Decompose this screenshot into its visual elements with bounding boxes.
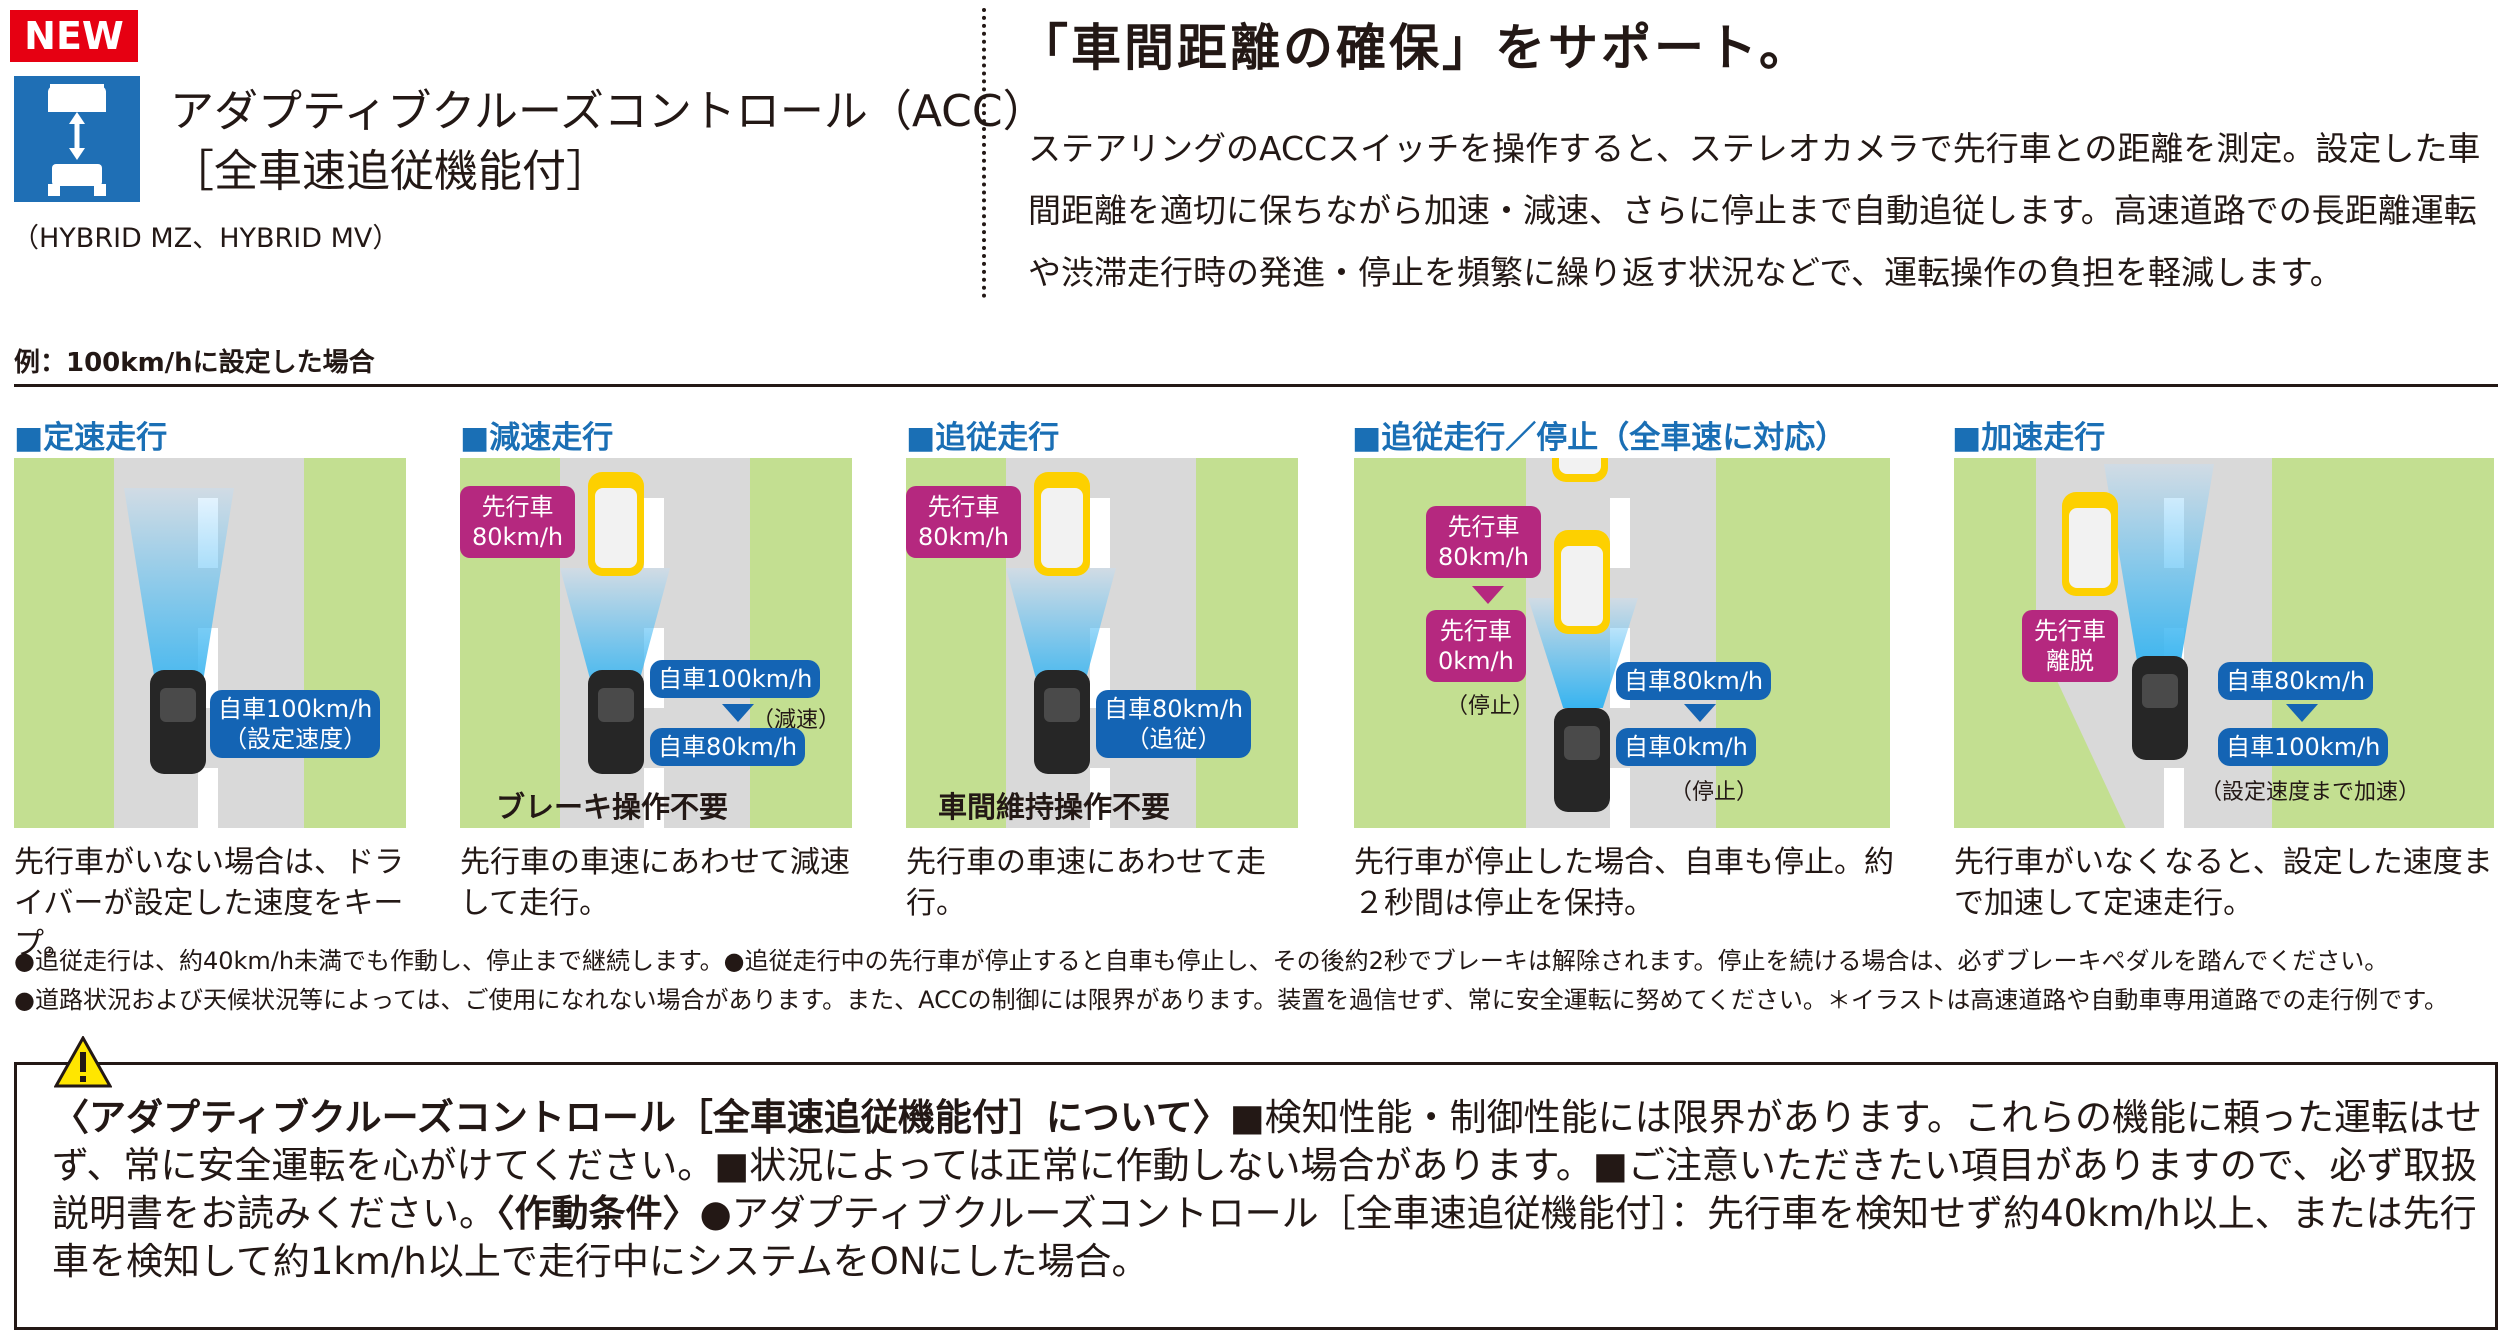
lead-car-icon xyxy=(1034,472,1090,576)
dotted-divider xyxy=(982,8,986,298)
own-speed-from: 自車80km/h xyxy=(2218,662,2374,700)
panel-caption-accelerate: 先行車がいなくなると、設定した速度まで加速して定速走行。 xyxy=(1954,845,2493,921)
no-distance-op-note: 車間維持操作不要 xyxy=(938,790,1171,824)
own-speed-badge: 自車80km/h（追従） xyxy=(1096,690,1252,758)
intro-paragraph: ステアリングのACCスイッチを操作すると、ステレオカメラで先行車との距離を測定。… xyxy=(1028,129,2481,292)
own-stop-note: （停止） xyxy=(1670,780,1759,805)
own-speed-badge: 自車100km/h（設定速度） xyxy=(210,690,381,758)
arrow-down-icon xyxy=(1684,704,1716,722)
arrow-down-icon xyxy=(1472,586,1504,604)
own-car-icon xyxy=(150,670,206,774)
warning-triangle-icon xyxy=(53,1034,113,1092)
panel-title-follow-stop: ■追従走行／停止（全車速に対応） xyxy=(1352,420,1847,456)
lead-leave-badge: 先行車離脱 xyxy=(2022,610,2118,682)
acc-distance-icon xyxy=(14,76,140,202)
lead-stop-note: （停止） xyxy=(1446,694,1535,719)
no-brake-note: ブレーキ操作不要 xyxy=(496,790,729,824)
arrow-down-icon xyxy=(2286,704,2318,722)
footnote-line: ●道路状況および天候状況等によっては、ご使用になれない場合があります。また、AC… xyxy=(14,986,2448,1014)
warning-body: ■検知性能・制御性能には限界があります。これらの機能に頼った運転はせず、常に安全… xyxy=(52,1096,2482,1235)
lead-car-ahead-icon xyxy=(1552,458,1608,482)
feature-title-line1: アダプティブクルーズコントロール（ACC） xyxy=(170,86,1047,137)
panel-title-follow: ■追従走行 xyxy=(906,420,1060,456)
arrow-down-icon xyxy=(722,704,754,722)
own-speed-to: 自車100km/h xyxy=(2218,728,2389,766)
warning-text: 〈アダプティブクルーズコントロール［全車速追従機能付］について〉■検知性能・制御… xyxy=(52,1094,2482,1286)
headline: 「車間距離の確保」をサポート。 xyxy=(1018,19,1812,77)
scene-constant: 自車100km/h（設定速度） xyxy=(14,458,406,828)
own-car-icon xyxy=(1034,670,1090,774)
panel-title-accelerate: ■加速走行 xyxy=(1952,420,2106,456)
panel-caption-follow-stop: 先行車が停止した場合、自車も停止。約２秒間は停止を保持。 xyxy=(1354,845,1894,921)
panel-title-constant: ■定速走行 xyxy=(14,420,168,456)
feature-title: アダプティブクルーズコントロール（ACC） ［全車速追従機能付］ xyxy=(170,82,1047,202)
feature-title-line2: ［全車速追従機能付］ xyxy=(170,146,610,197)
scene-accelerate: 先行車離脱 自車80km/h 自車100km/h （設定速度まで加速） xyxy=(1954,458,2494,828)
warning-heading: 〈アダプティブクルーズコントロール［全車速追従機能付］について〉 xyxy=(52,1096,1230,1139)
section-rule xyxy=(14,384,2498,387)
own-car-icon xyxy=(2132,656,2188,760)
own-speed-from: 自車100km/h xyxy=(650,660,821,698)
lead-car-icon xyxy=(588,472,644,576)
lead-car-icon xyxy=(2062,492,2118,596)
new-badge: NEW xyxy=(10,10,138,62)
panel-caption-decelerate: 先行車の車速にあわせて減速して走行。 xyxy=(460,845,850,921)
accel-note: （設定速度まで加速） xyxy=(2200,780,2421,805)
own-speed-to: 自車0km/h xyxy=(1616,728,1756,766)
conditions-body: ●アダプティブクルーズコントロール［全車速追従機能付］：先行車を検知せず約40k… xyxy=(52,1192,2477,1283)
footnote-line: ●追従走行は、約40km/h未満でも作動し、停止まで継続します。●追従走行中の先… xyxy=(14,947,2389,975)
panel-caption-follow: 先行車の車速にあわせて走行。 xyxy=(906,845,1266,921)
example-label: 例：100km/hに設定した場合 xyxy=(14,348,375,378)
applicable-models: （HYBRID MZ、HYBRID MV） xyxy=(12,223,400,254)
warning-box xyxy=(14,1062,2498,1330)
own-speed-to: 自車80km/h xyxy=(650,728,806,766)
panel-title-decelerate: ■減速走行 xyxy=(460,420,614,456)
conditions-heading: 〈作動条件〉 xyxy=(496,1192,700,1235)
own-car-icon xyxy=(588,670,644,774)
panel-caption-constant: 先行車がいない場合は、ドライバーが設定した速度をキープ。 xyxy=(14,845,404,962)
own-car-icon xyxy=(1554,708,1610,812)
lead-car-icon xyxy=(1554,530,1610,634)
own-speed-from: 自車80km/h xyxy=(1616,662,1772,700)
footnotes: ●追従走行は、約40km/h未満でも作動し、停止まで継続します。●追従走行中の先… xyxy=(14,942,2448,1020)
